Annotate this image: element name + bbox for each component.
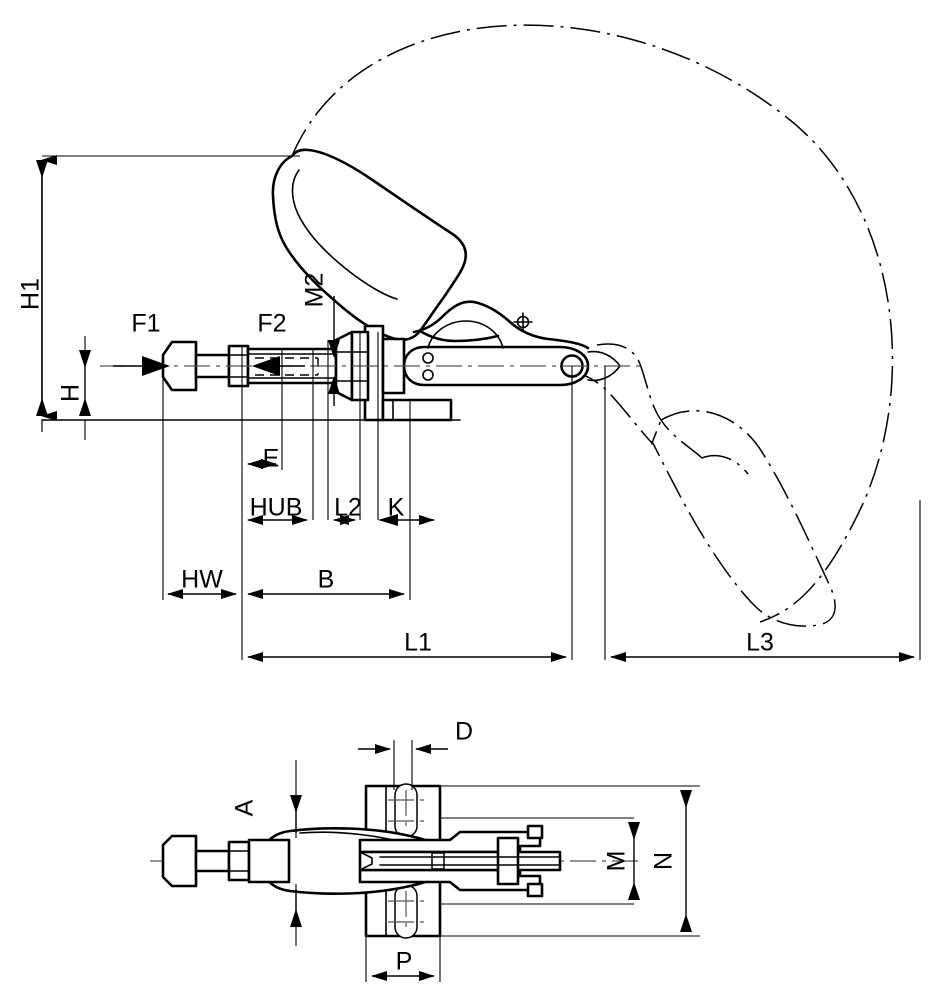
dimension-h1-label: H1	[17, 278, 45, 310]
handle-swing-arc	[291, 24, 894, 623]
force-label-f1: F1	[131, 310, 160, 338]
dimension-h1: H1	[17, 155, 300, 432]
dimension-m2: M2	[301, 273, 340, 406]
dimension-k-label: K	[388, 494, 405, 522]
dimension-d: D	[358, 718, 473, 754]
dimension-l1: L1	[247, 629, 567, 662]
force-label-f2: F2	[257, 310, 286, 338]
dimension-m-label: M	[603, 851, 631, 872]
dimension-hub: HUB	[247, 494, 308, 525]
dimension-k: K	[378, 494, 435, 526]
plan-clamp-arm	[358, 824, 562, 898]
dimension-a: A	[231, 795, 302, 927]
dimension-hw: HW	[167, 566, 237, 599]
elevation-extension-lines	[162, 332, 921, 660]
dimension-hw-label: HW	[181, 566, 223, 594]
dimension-m2-label: M2	[301, 273, 329, 308]
mounting-slot-upper	[388, 783, 424, 838]
dimension-n: N	[650, 790, 692, 932]
dimension-n-label: N	[650, 852, 678, 870]
dimension-l2-label: L2	[334, 494, 362, 522]
cam-boss	[427, 320, 504, 349]
dimension-p-label: P	[396, 948, 413, 976]
arm-hole-lower	[422, 369, 434, 381]
dimension-h-label: H	[57, 384, 85, 402]
dimension-l3-label: L3	[746, 629, 774, 657]
dimension-m: M	[603, 822, 640, 900]
dimension-l1-label: L1	[404, 629, 432, 657]
dimension-b-label: B	[318, 566, 335, 594]
dimension-l3: L3	[610, 629, 915, 662]
dimension-hub-label: HUB	[250, 494, 303, 522]
dimension-b: B	[247, 566, 405, 599]
phantom-handle-open	[570, 343, 836, 627]
dimension-l2: L2	[333, 494, 362, 525]
dimension-d-label: D	[455, 718, 473, 746]
plan-view: D A M N P	[150, 718, 700, 982]
arm-hole-upper	[422, 352, 434, 364]
force-arrow-f1: F1	[113, 310, 170, 376]
clamp-handle	[271, 148, 468, 342]
dimension-a-label: A	[231, 799, 259, 816]
toggle-link	[412, 300, 590, 350]
dimension-e-label: E	[263, 445, 280, 473]
plan-spindle	[161, 834, 291, 888]
dimension-p: P	[371, 948, 435, 981]
dimension-e: E	[247, 445, 280, 473]
side-elevation-view: H1 H F1 F2 M2	[17, 24, 921, 662]
dimension-h: H	[41, 336, 91, 440]
force-arrow-f2: F2	[252, 310, 305, 376]
